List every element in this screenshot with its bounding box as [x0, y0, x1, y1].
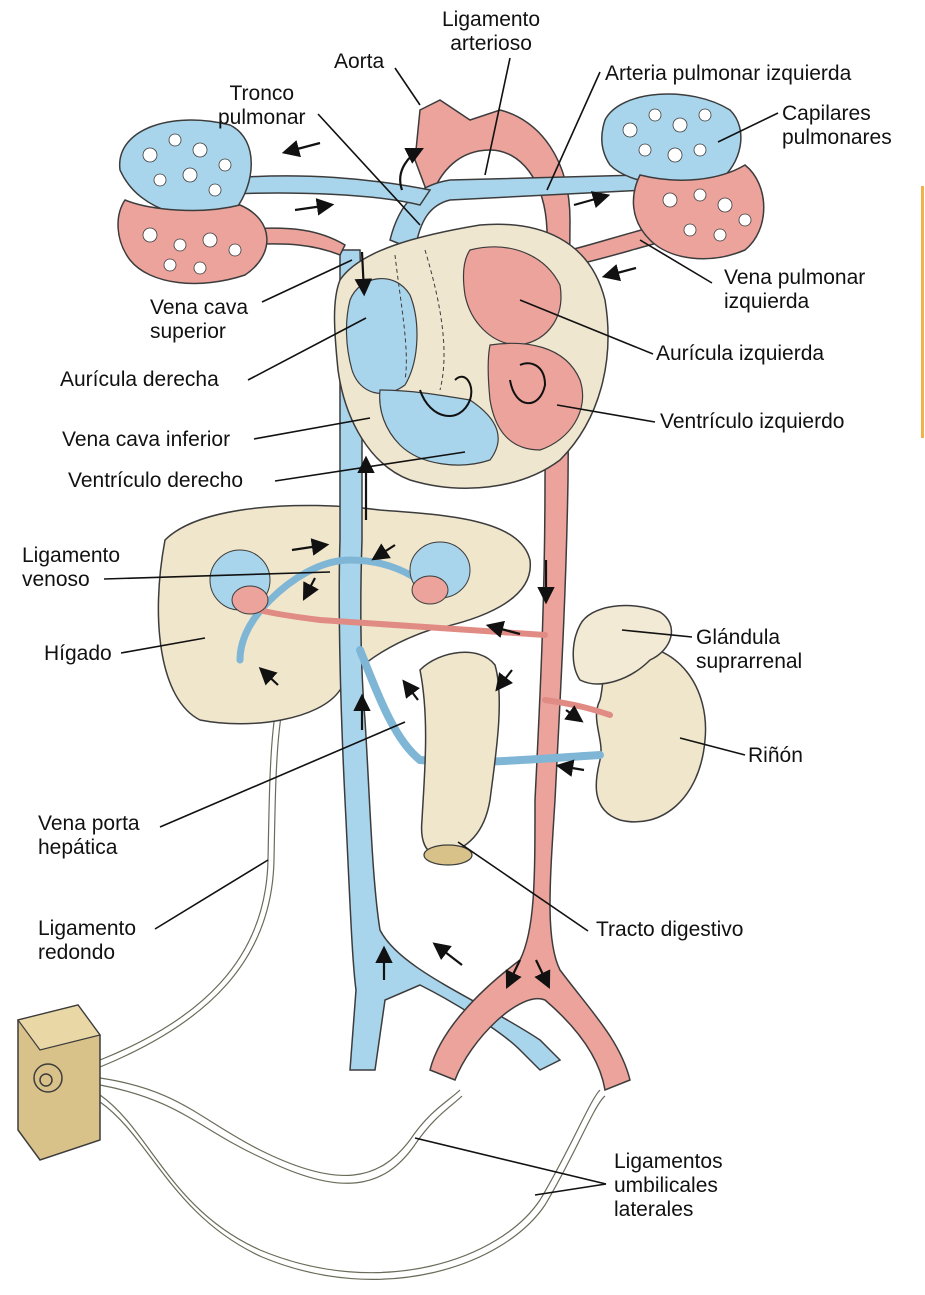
- label-vena-cava-inferior: Vena cava inferior: [62, 428, 230, 452]
- umbilicus-block: [18, 1005, 100, 1160]
- accent-bar: [921, 186, 924, 438]
- label-auricula-izquierda: Aurícula izquierda: [656, 342, 824, 366]
- label-higado: Hígado: [44, 642, 112, 666]
- label-arteria-pulmonar-izquierda: Arteria pulmonar izquierda: [605, 62, 851, 86]
- right-atrium: [346, 279, 417, 394]
- heart: [335, 224, 609, 488]
- lung-capillaries-left: [118, 120, 267, 283]
- label-tracto-digestivo: Tracto digestivo: [596, 918, 743, 942]
- label-auricula-derecha: Aurícula derecha: [60, 368, 219, 392]
- label-ventriculo-izquierdo: Ventrículo izquierdo: [660, 410, 844, 434]
- label-aorta: Aorta: [334, 50, 384, 74]
- label-ventriculo-derecho: Ventrículo derecho: [68, 469, 243, 493]
- label-rinon: Riñón: [748, 744, 803, 768]
- digestive-tract: [420, 652, 499, 865]
